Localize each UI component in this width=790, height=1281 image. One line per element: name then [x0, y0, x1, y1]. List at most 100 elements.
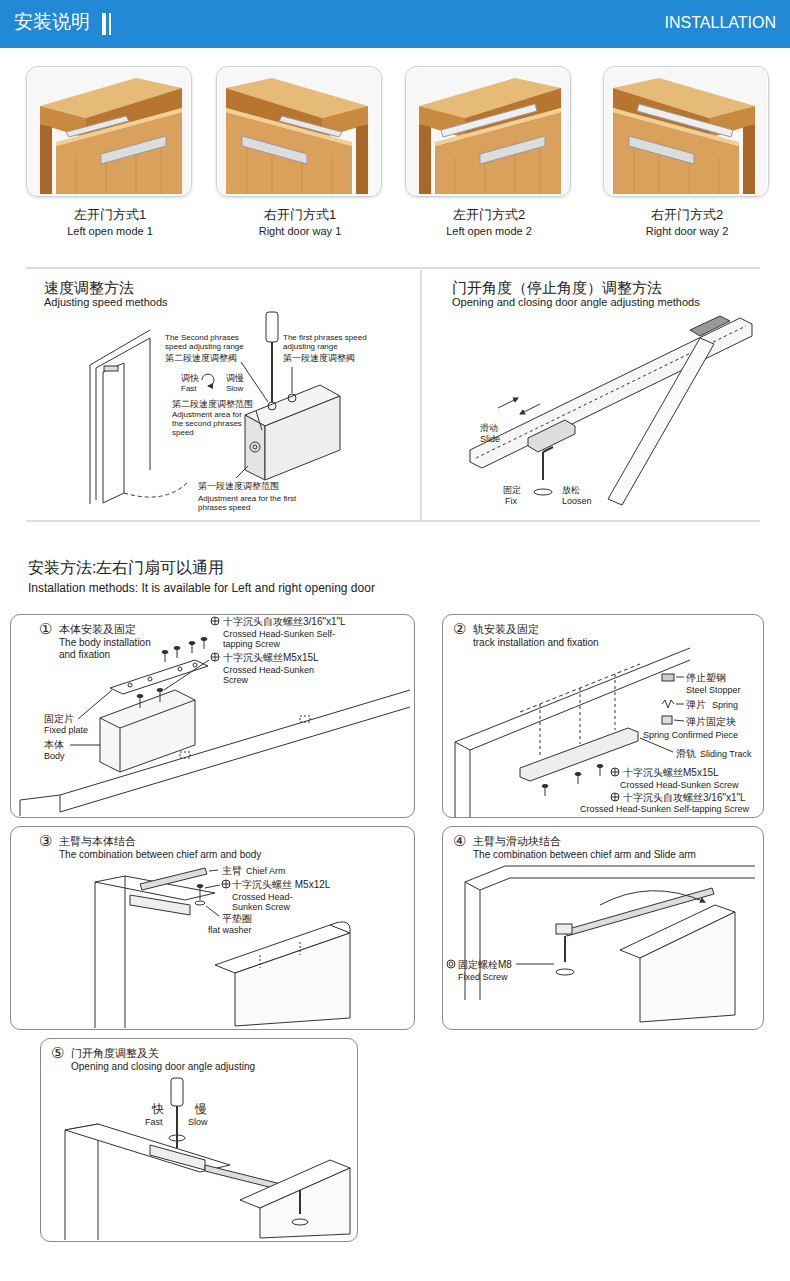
chief-arm-body-drawing [209, 870, 218, 871]
angle-adjust-drawing [534, 489, 552, 495]
body-install-drawing [211, 653, 219, 661]
panel-subtitle: Opening and closing door angle adjusting [71, 1061, 255, 1073]
body-install-drawing [100, 690, 195, 772]
angle-adjust-drawing [608, 338, 714, 505]
section-heading: 安装方法:左右门扇可以通用 [28, 559, 224, 577]
speed-adjust-drawing [245, 415, 265, 480]
angle-speed-drawing [150, 1145, 205, 1170]
speed-adjust-drawing [265, 396, 340, 480]
part-label: 固定 [503, 485, 521, 495]
part-label: Crossed Head-Sunken Screw [620, 780, 739, 790]
section-heading: 门开角度（停止角度）调整方法 [452, 279, 662, 296]
chief-arm-body-drawing [130, 895, 190, 915]
part-label: 十字沉头螺丝M5x15L [623, 767, 719, 779]
speed-adjust-drawing [256, 411, 262, 430]
angle-speed-drawing [260, 1168, 350, 1238]
angle-speed-drawing [171, 1078, 183, 1106]
card-caption: Left open mode 2 [406, 225, 572, 238]
angle-adjust-drawing [520, 404, 540, 414]
track-install-drawing [611, 768, 619, 776]
part-label: 弹片 [686, 699, 706, 711]
door-photos [605, 68, 767, 195]
chief-arm-body-drawing [235, 933, 350, 1026]
callout-number: ④ [453, 832, 466, 849]
card-caption: 左开门方式2 [406, 208, 572, 223]
part-label: 滑轨 [676, 748, 696, 760]
part-label: 第一段速度调整范围 [198, 481, 279, 491]
body-install-drawing [300, 716, 310, 722]
body-install-drawing [162, 651, 168, 654]
body-install-drawing [211, 617, 219, 625]
chief-arm-slide-drawing [447, 866, 755, 1022]
chief-arm-body-drawing [197, 885, 203, 888]
chief-arm-body-drawing [222, 880, 230, 888]
track-install-drawing [545, 766, 600, 796]
speed-adjust-drawing [266, 312, 278, 342]
body-install-drawing [100, 700, 195, 772]
body-install-drawing [110, 660, 208, 694]
speed-adjust-drawing [253, 445, 257, 449]
chief-arm-slide-drawing [600, 891, 705, 905]
track-install-drawing [575, 773, 581, 776]
card-caption: 右开门方式2 [604, 208, 770, 223]
speed-mark: 慢 [195, 1103, 207, 1117]
step-panel: ⑤门开角度调整及关Opening and closing door angle … [40, 1038, 358, 1242]
part-label: 固定螺栓M8 [458, 959, 512, 971]
panel-title: 本体安装及固定 [59, 623, 136, 636]
chief-arm-slide-drawing [564, 936, 566, 962]
track-install-drawing [611, 793, 619, 801]
card-caption: Right door way 2 [604, 225, 770, 238]
part-label: Chief Arm [246, 866, 286, 876]
angle-speed-drawing [299, 1190, 301, 1214]
chief-arm-body-drawing [195, 901, 205, 905]
body-install-drawing [20, 617, 410, 816]
callout-number: ③ [39, 832, 52, 849]
divider-lines [26, 268, 760, 521]
panel-title: 轨安装及固定 [473, 623, 539, 636]
part-label: 十字沉头螺丝M5x15L [223, 652, 319, 664]
body-install-drawing [70, 745, 100, 746]
callout-number: ① [39, 620, 52, 637]
track-install-drawing [542, 785, 548, 788]
part-label: Crossed Head-Sunken Self-tapping Screw [223, 629, 343, 650]
card-caption: Right door way 1 [217, 225, 383, 238]
angle-speed-drawing [65, 1124, 98, 1240]
speed-adjust-drawing [271, 342, 273, 402]
part-label: Spring Confirmed Piece [643, 730, 738, 740]
chief-arm-slide-drawing [565, 888, 714, 936]
angle-speed-drawing [176, 1106, 178, 1148]
body-install-drawing [137, 695, 143, 698]
divider-lines [26, 268, 760, 521]
part-label: 弹片固定块 [686, 716, 736, 728]
part-label: Slow [188, 1117, 208, 1127]
angle-adjust-drawing [543, 447, 553, 480]
chief-arm-body-drawing [140, 868, 207, 890]
part-label: flat washer [208, 925, 252, 935]
chief-arm-slide-drawing [449, 962, 453, 966]
chief-arm-body-drawing [205, 885, 220, 916]
speed-adjust-drawing [268, 402, 276, 410]
angle-adjust-drawing [498, 398, 518, 408]
speed-adjust-drawing [250, 442, 260, 452]
part-label: Loosen [562, 496, 592, 506]
card-caption: 右开门方式1 [217, 208, 383, 223]
body-install-drawing [201, 638, 207, 641]
part-label: 第二段速度调整阀 [165, 353, 237, 363]
panel-subtitle: The body installation and fixation [59, 637, 155, 660]
angle-adjust-drawing [690, 316, 730, 336]
body-install-drawing [193, 663, 197, 667]
part-label: 滑动 [480, 423, 498, 433]
track-install-drawing [611, 793, 619, 801]
speed-adjust-drawing [90, 330, 150, 504]
part-label: 本体 [44, 739, 64, 751]
photo-card: 左开门方式1Left open mode 1 [26, 66, 192, 197]
part-label: Adjustment area for the second phrases s… [172, 410, 244, 438]
speed-adjust-drawing [292, 367, 293, 393]
chief-arm-body-drawing [95, 868, 350, 1028]
title-bar-marker [109, 13, 111, 35]
chief-arm-body-drawing [95, 876, 215, 900]
chief-arm-slide-drawing [516, 964, 554, 965]
track-install-drawing [520, 728, 638, 781]
photo-card: 右开门方式1Right door way 1 [216, 66, 382, 197]
